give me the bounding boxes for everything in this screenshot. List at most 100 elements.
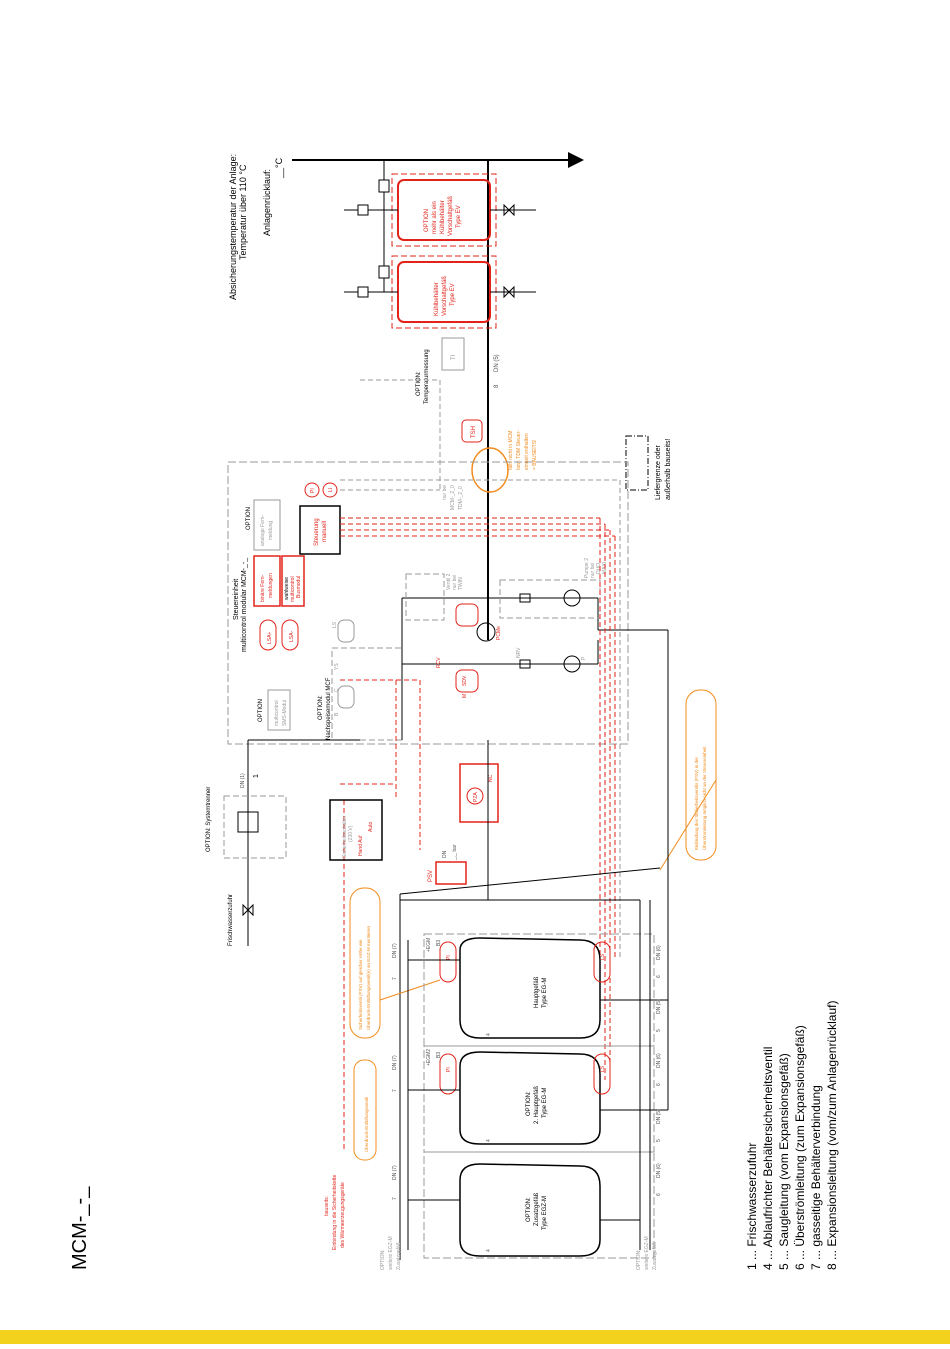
sdv-tag: SDV: [462, 675, 468, 686]
orange-psv-note-2: Überstromleitung möglich nicht an der St…: [701, 746, 707, 850]
tank-second: OPTION: 2. Hauptgefäß Type EG-M +EGM2 PI…: [423, 1045, 655, 1153]
return-temperature-value: __°C: [274, 157, 284, 179]
dn5-label-1: DN (5): [656, 999, 662, 1014]
dn5-label-2: DN (5): [656, 1109, 662, 1124]
level-indicator-tag: LI: [328, 488, 334, 492]
binary-remote-label-2: meldungen: [268, 573, 274, 598]
legend: 1 ... Frischwasserzufuhr 4 ... Ablaufric…: [745, 1001, 839, 1270]
dn6-label-3: DN (6): [656, 1163, 662, 1178]
refill-ys-tag: YS: [334, 663, 340, 670]
bus-module-label-3: Busmodul: [296, 576, 302, 598]
sms-module-label-2: SMS-Modul: [282, 700, 288, 726]
legend-item-6: 6 ... Überströmleitung (zum Expansionsge…: [793, 1025, 807, 1270]
level-switch-tag: LS: [332, 621, 338, 628]
tank-main-label-2: Type EG-M: [542, 978, 548, 1008]
n7-label-1: 7: [392, 977, 398, 980]
nur-bei-label-3: TDM-_2_0: [458, 486, 464, 510]
nur-bei-label-2: MCM-_2_0: [450, 485, 456, 510]
signal-lines-red: [340, 517, 616, 1150]
pump2-label-2: nur bei: [590, 563, 596, 578]
bus-module-label-1: wahlweise: [284, 577, 290, 600]
cooling-vessel-1-label-2: Vorschaltgefäß: [442, 276, 448, 316]
dn6-label-1: DN (6): [656, 945, 662, 960]
document-code: MCM-_-_: [69, 1186, 91, 1270]
tank-second-label-2: 2. Hauptgefäß: [534, 1086, 540, 1124]
temperature-option-title: OPTION:: [416, 371, 422, 396]
rcv-tag: RCV: [436, 657, 442, 668]
cooling-vessel-2-label-3: Kühlbehälter: [440, 200, 446, 234]
safety-switch-label-2: (230 V): [348, 825, 354, 842]
psv-dn: DN: [442, 850, 448, 858]
cooling-vessel-1: Kühlbehälter Vorschaltgefäß Type EV: [391, 255, 497, 329]
n6-label-3: 6: [656, 1193, 662, 1196]
bauseits-line-2: Einbindung in die Sicherheitskette: [332, 1174, 338, 1250]
tank-main-pi: PI: [446, 955, 452, 960]
n4-label-3: 4: [486, 1249, 492, 1252]
tank-second-label-3: Type EG-M: [542, 1088, 548, 1118]
tank-aux-label-2: Zusatzgefäß: [534, 1192, 540, 1226]
safety-valve: PSV DN _,_ bar: [399, 844, 661, 1260]
refill-c-tag: C: [334, 688, 340, 692]
lsa-minus-tag: LSA-: [289, 631, 295, 642]
expansion-line-dn: DN (5): [494, 354, 500, 372]
motor-tag: M: [462, 694, 468, 698]
safety-temperature-note: Temperatur über 110 °C: [238, 164, 248, 260]
cooling-vessel-2-label-1: OPTION: [424, 209, 430, 232]
nc-tag: NC: [488, 774, 494, 782]
analog-remote-label-2: meldung: [268, 521, 274, 540]
control-box-label-1: Steuerung: [314, 518, 320, 546]
pump2-label-1: Pumpe 2: [584, 558, 590, 578]
orange-note-line-4: = BAUSEITS!: [532, 440, 538, 470]
cooling-vessel-piping: [344, 160, 536, 299]
cooling-vessel-2: OPTION mehr als ein Kühlbehälter Vorscha…: [391, 173, 497, 247]
tank-main: Hauptgefäß Type EG-M +EGM PI LS B3: [423, 933, 655, 1047]
tank-main-label-1: Hauptgefäß: [534, 976, 540, 1008]
tank-aux-label-1: OPTION:: [526, 1197, 532, 1222]
cooling-vessel-1-label-3: Type EV: [450, 283, 456, 306]
orange-left-note-1: Sicherheitsventil (PSV) auf gleicher Höh…: [358, 939, 363, 1030]
sms-module-label-1: multicontrol: [274, 700, 280, 726]
tank-main-b3: B3: [436, 940, 442, 946]
cooling-vessel-2-label-2: mehr als ein: [432, 201, 438, 234]
control-unit-boundary: [227, 461, 629, 745]
psv-tag: PSV: [428, 870, 434, 882]
cooling-vessel-2-label-4: Vorschaltgefäß: [448, 196, 454, 236]
dn7-label-1: DN (7): [392, 943, 398, 958]
legend-item-8: 8 ... Expansionsleitung (vom/zum Anlagen…: [825, 1001, 839, 1270]
supply-limit-label-2: außerhalb bauseits!: [665, 438, 672, 500]
expansion-line-number: 8: [494, 384, 500, 388]
legend-item-4: 4 ... Ablaufrichter Behältersicherheitsv…: [761, 1047, 775, 1270]
tank-piping: [400, 630, 669, 1250]
bus-module-label-2: multicontrol: [290, 576, 296, 602]
side-right-2: weitere EGZ-M: [644, 1236, 650, 1270]
control-unit-title: Steuereinheit: [233, 579, 240, 620]
orange-left-note-2: Überdruck-Entlüftungsventil(e) an EGZ-M …: [365, 925, 371, 1030]
n7-label-2: 7: [392, 1089, 398, 1092]
sms-module-option: OPTION multicontrol SMS-Modul: [258, 689, 291, 731]
supply-limit-label-1: Liefergrenze oder: [655, 444, 662, 500]
system-header: Absicherungstemperatur der Anlage: Tempe…: [228, 154, 284, 300]
dn7-label-2: DN (7): [392, 1055, 398, 1070]
side-labels: OPTION: weitere EGZ-M Zusatzgefäß OPTION…: [380, 1236, 658, 1270]
lsa-plus-tag: LSA+: [267, 632, 273, 644]
valve2-label-1: Ventil 2: [446, 573, 452, 590]
cooling-vessel-1-label: Kühlbehälter: [434, 282, 440, 316]
tank-second-pi: PI: [446, 1067, 452, 1072]
orange-psv-note-1: Einbindung des Sicherheitsventils (PSV) …: [694, 756, 699, 850]
n4-label-1: 4: [486, 1033, 492, 1036]
dn6-label-2: DN (6): [656, 1053, 662, 1068]
orange-relief-note: Überdruck-Entlüftungsventil: [363, 1097, 369, 1152]
sms-option-label: OPTION: [258, 699, 264, 722]
refill-b-tag: B: [334, 712, 340, 716]
temperature-measurement-option: OPTION: Temperaturmessung TI DN (5) 8 TS…: [416, 337, 500, 443]
tank-aux-label-3: Type EGZ-M: [542, 1196, 548, 1230]
safety-switch-hand: Hand Auf: [358, 835, 364, 856]
pcme-tag: PCMe: [496, 626, 502, 640]
n4-label-2: 4: [486, 1139, 492, 1142]
bauseits-note: bauseits: Einbindung in die Sicherheitsk…: [324, 1174, 346, 1250]
safety-temperature-label: Absicherungstemperatur der Anlage:: [228, 154, 238, 300]
n7-label-3: 7: [392, 1197, 398, 1200]
nur-bei-label-1: nur bei: [442, 485, 448, 500]
